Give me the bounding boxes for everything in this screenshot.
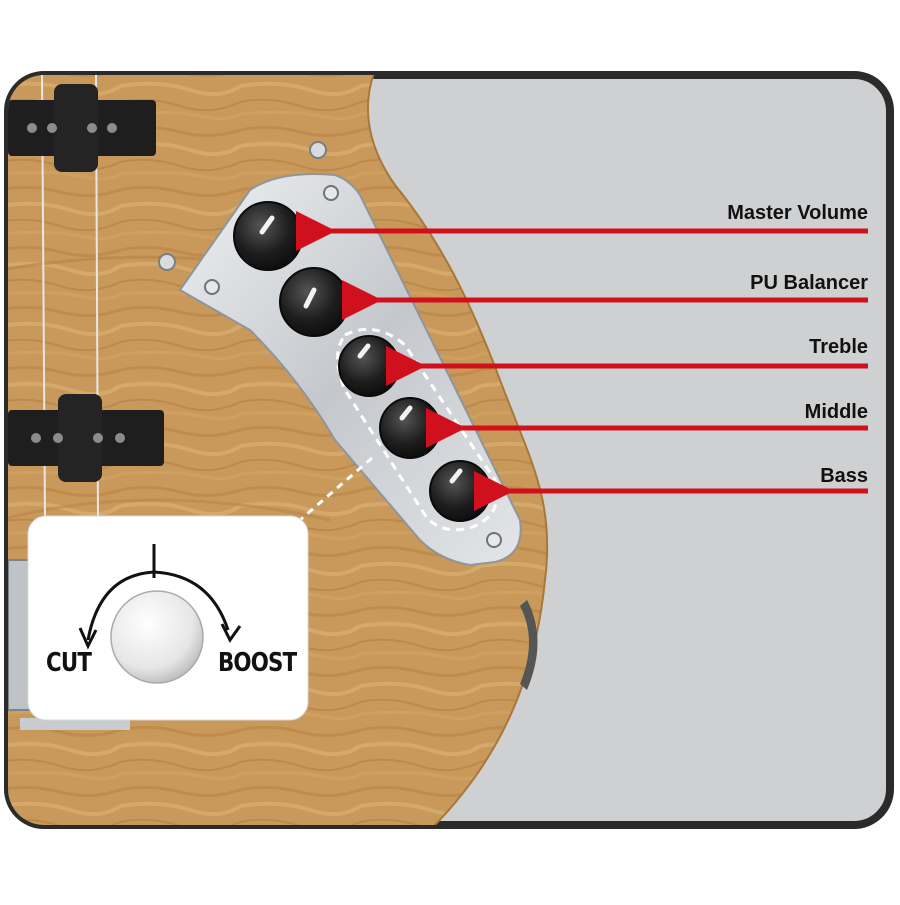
screw bbox=[486, 532, 502, 548]
label-middle: Middle bbox=[804, 401, 868, 423]
label-master-volume: Master Volume bbox=[727, 202, 868, 224]
label-pu-balancer: PU Balancer bbox=[750, 272, 868, 294]
screw bbox=[204, 279, 220, 295]
range-arc bbox=[86, 570, 230, 641]
pickup-neck bbox=[8, 84, 156, 172]
callout-line bbox=[299, 456, 373, 522]
label-bass: Bass bbox=[820, 465, 868, 487]
knob-middle[interactable] bbox=[379, 397, 441, 459]
cut-label: CUT bbox=[46, 648, 92, 678]
tone-group-outline bbox=[336, 327, 499, 532]
knob-pu-balancer[interactable] bbox=[279, 267, 349, 337]
knob-ball-icon bbox=[110, 590, 204, 684]
boost-arrow-icon bbox=[220, 623, 242, 643]
bridge-plate bbox=[20, 718, 130, 730]
cut-arrow-icon bbox=[78, 627, 98, 650]
cut-boost-inset bbox=[27, 515, 309, 721]
boost-label: BOOST bbox=[218, 648, 297, 678]
knob-treble[interactable] bbox=[338, 335, 400, 397]
screw bbox=[309, 141, 327, 159]
output-jack bbox=[520, 600, 538, 690]
knob-master-volume[interactable] bbox=[233, 201, 303, 271]
screw bbox=[158, 253, 176, 271]
label-treble: Treble bbox=[809, 336, 868, 358]
arrow-group bbox=[296, 211, 868, 511]
knob-group bbox=[233, 201, 491, 522]
screw bbox=[323, 185, 339, 201]
pickup-bridge bbox=[8, 394, 164, 482]
knob-bass[interactable] bbox=[429, 460, 491, 522]
